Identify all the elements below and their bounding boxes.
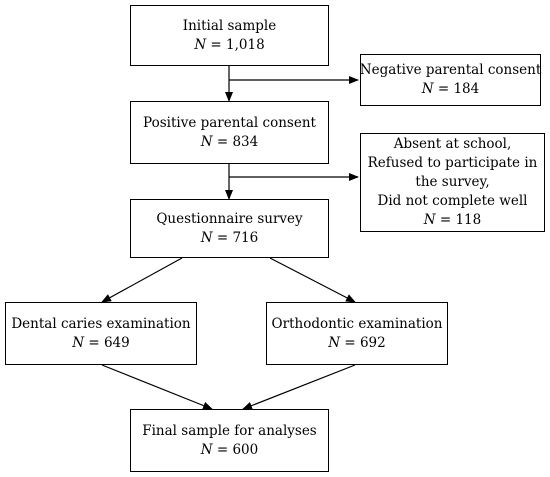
dental-caries-title: Dental caries examination bbox=[11, 315, 191, 332]
dental-caries-box: Dental caries examination N = 649 bbox=[5, 302, 197, 365]
excluded-reason-3: the survey, bbox=[415, 174, 490, 190]
excluded-reason-4: Did not complete well bbox=[377, 193, 528, 209]
excluded-box: Absent at school, Refused to participate… bbox=[360, 133, 545, 232]
orthodontic-count: N = 692 bbox=[328, 334, 386, 351]
excluded-count: N = 118 bbox=[423, 212, 482, 228]
arrow-orthodontic-to-final bbox=[242, 364, 356, 410]
initial-sample-count: N = 1,018 bbox=[194, 36, 265, 53]
arrow-questionnaire-to-orthodontic bbox=[269, 257, 356, 303]
positive-consent-count: N = 834 bbox=[200, 133, 259, 150]
negative-consent-title: Negative parental consent bbox=[359, 62, 542, 78]
positive-consent-box: Positive parental consent N = 834 bbox=[130, 101, 329, 164]
orthodontic-title: Orthodontic examination bbox=[271, 315, 443, 332]
final-sample-box: Final sample for analyses N = 600 bbox=[130, 409, 329, 472]
questionnaire-title: Questionnaire survey bbox=[156, 210, 303, 227]
negative-consent-count: N = 184 bbox=[421, 81, 480, 97]
negative-consent-box: Negative parental consent N = 184 bbox=[360, 54, 541, 106]
dental-caries-count: N = 649 bbox=[72, 334, 130, 351]
excluded-reason-1: Absent at school, bbox=[393, 136, 512, 152]
arrow-dental-to-final bbox=[101, 364, 213, 410]
final-sample-title: Final sample for analyses bbox=[142, 422, 317, 439]
initial-sample-box: Initial sample N = 1,018 bbox=[130, 5, 329, 66]
positive-consent-title: Positive parental consent bbox=[143, 114, 316, 131]
initial-sample-title: Initial sample bbox=[182, 17, 277, 34]
excluded-reason-2: Refused to participate in bbox=[367, 155, 538, 171]
final-sample-count: N = 600 bbox=[200, 441, 259, 458]
questionnaire-box: Questionnaire survey N = 716 bbox=[130, 199, 329, 258]
questionnaire-count: N = 716 bbox=[200, 229, 259, 246]
orthodontic-box: Orthodontic examination N = 692 bbox=[266, 302, 448, 365]
arrow-questionnaire-to-dental bbox=[101, 257, 183, 303]
